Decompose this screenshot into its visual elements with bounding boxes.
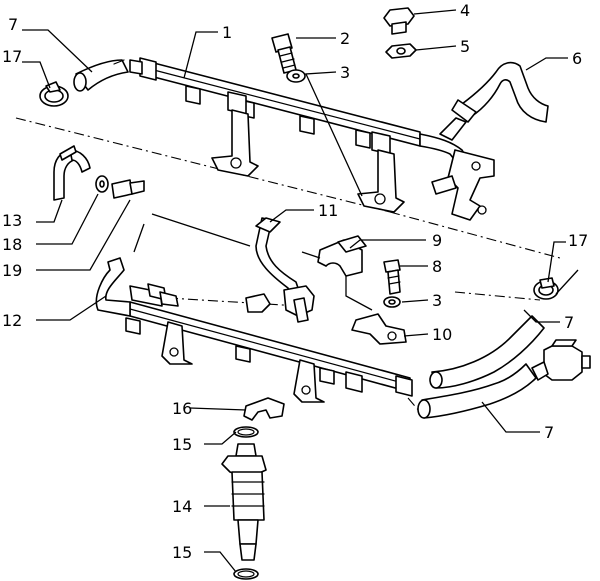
callout-10: 10 (432, 325, 452, 344)
screw-2 (271, 33, 297, 74)
hose-6 (451, 61, 549, 123)
clip-13 (53, 145, 91, 201)
callout-16: 16 (172, 399, 192, 418)
washer-5 (385, 43, 417, 59)
callout-5: 5 (460, 37, 470, 56)
callout-15-upper: 15 (172, 435, 192, 454)
fuel-pipe-11 (255, 217, 315, 323)
o-ring-15-lower (233, 568, 259, 580)
fuel-injector-14 (221, 443, 267, 561)
callout-8: 8 (432, 257, 442, 276)
callout-7-upper: 7 (8, 15, 18, 34)
upper-fuel-rail (129, 57, 495, 221)
washer-18 (95, 175, 109, 193)
hose-clamp-17-lower (533, 277, 559, 300)
hose-clamp-17-upper (39, 81, 69, 107)
callout-14: 14 (172, 497, 192, 516)
bolt-19 (111, 179, 145, 199)
bolt-8 (383, 259, 401, 295)
leader-lines (22, 9, 579, 573)
callout-3-upper: 3 (340, 63, 350, 82)
hose-7-lower (417, 363, 537, 419)
callout-7-lower: 7 (544, 423, 554, 442)
callout-13: 13 (2, 211, 22, 230)
alignment-lines (15, 117, 561, 413)
washer-3-upper (286, 69, 306, 83)
callout-19: 19 (2, 261, 22, 280)
clip-9 (317, 235, 367, 277)
callout-18: 18 (2, 235, 22, 254)
callout-7-middle: 7 (564, 313, 574, 332)
callout-6: 6 (572, 49, 582, 68)
callout-17-lower: 17 (568, 231, 588, 250)
callout-15-lower: 15 (172, 543, 192, 562)
callout-2: 2 (340, 29, 350, 48)
nut-4 (383, 7, 415, 35)
callout-17-upper: 17 (2, 47, 22, 66)
callout-labels: 1 2 3 4 5 6 7 17 13 18 19 11 9 17 8 3 12… (2, 1, 588, 562)
pressure-regulator (531, 339, 591, 381)
clip-16 (243, 397, 285, 421)
o-ring-15-upper (233, 426, 259, 438)
washer-3-lower (383, 296, 401, 308)
lower-fuel-rail (95, 257, 413, 403)
callout-3-lower: 3 (432, 291, 442, 310)
bracket-10 (351, 313, 407, 345)
callout-9: 9 (432, 231, 442, 250)
callout-11: 11 (318, 201, 338, 220)
callout-4: 4 (460, 1, 470, 20)
hose-7-upper (73, 59, 129, 92)
callout-12: 12 (2, 311, 22, 330)
callout-1: 1 (222, 23, 232, 42)
